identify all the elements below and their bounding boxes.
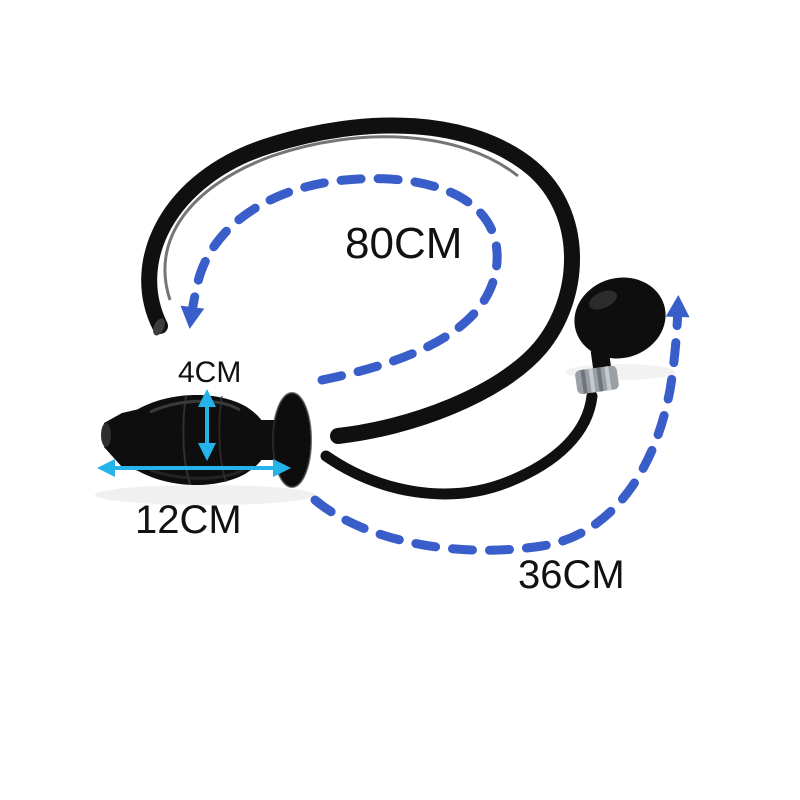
plug-base-edge-highlight: [272, 392, 312, 488]
tube-open-end: [153, 318, 165, 336]
inflation-valve: [575, 365, 619, 395]
pump-bulb: [574, 277, 666, 372]
label-plug-length-12cm: 12CM: [135, 498, 242, 542]
label-plug-height-4cm: 4CM: [178, 356, 241, 389]
air-tube-highlight: [163, 135, 519, 301]
label-pump-tube-36cm: 36CM: [518, 553, 625, 597]
plug-shadow: [95, 485, 315, 505]
plug-nozzle-opening: [101, 423, 111, 447]
label-tube-length-80cm: 80CM: [345, 219, 462, 268]
dashed-arrow-36cm: [310, 295, 690, 555]
dashed-arrow-80cm: [180, 174, 502, 385]
air-tube-long: [141, 117, 580, 444]
plug-bulb: [122, 395, 267, 485]
pump-tube: [320, 390, 598, 500]
